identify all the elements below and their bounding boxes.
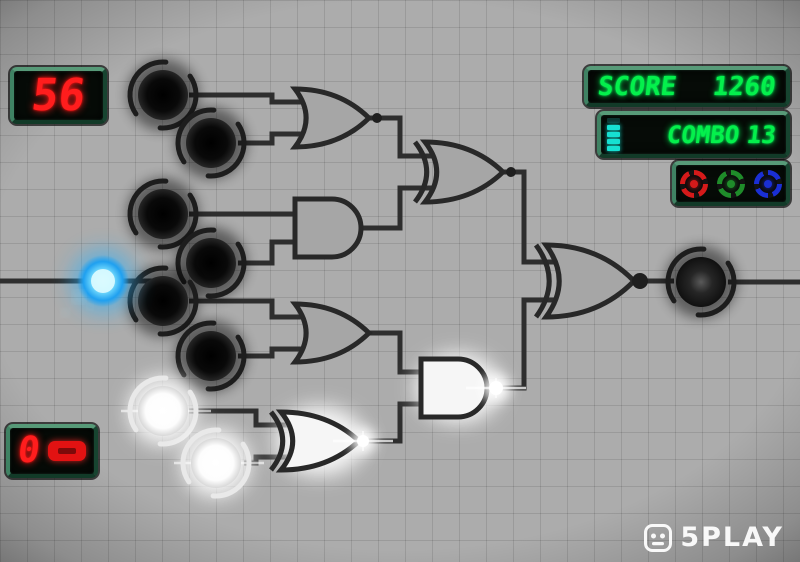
xor-back-arc — [533, 243, 552, 319]
combo-meter — [607, 118, 620, 151]
orb-sparkle — [76, 294, 82, 300]
blue-light-dot — [764, 179, 772, 188]
combo-meter-segment — [607, 139, 620, 144]
brand-text: 5PLAY — [680, 522, 784, 553]
gamepad-icon — [644, 523, 673, 552]
output-node — [665, 246, 737, 318]
timer-value: 56 — [28, 69, 89, 121]
or-gate — [289, 301, 373, 365]
wire — [189, 92, 313, 105]
blue-light-core — [759, 174, 777, 193]
combo-panel: COMBO 13 — [597, 111, 790, 158]
green-light — [717, 169, 745, 198]
or-gate — [289, 86, 373, 150]
junction-dot — [632, 273, 648, 289]
red-light-dot — [690, 179, 698, 188]
combo-meter-segment — [607, 118, 620, 123]
input-node-off[interactable] — [175, 107, 247, 179]
xor-back-arc — [412, 140, 430, 204]
combo-value: 13 — [745, 120, 778, 149]
green-light-core — [722, 174, 740, 193]
xor-gate — [541, 242, 638, 320]
input-node-off[interactable] — [175, 320, 247, 392]
input-node-off[interactable] — [127, 265, 199, 337]
orb-sparkle — [88, 305, 92, 309]
xor-gate — [419, 139, 507, 205]
gates-layer — [269, 86, 638, 476]
orb-sparkle — [63, 311, 67, 315]
junction-dot — [372, 113, 382, 123]
input-node-on[interactable] — [174, 427, 264, 499]
and-gate — [292, 196, 364, 260]
score-value: 1260 — [711, 71, 778, 102]
signal-orb-layer — [63, 249, 135, 315]
red-light-core — [685, 174, 703, 193]
lit-junction-dot — [489, 381, 503, 395]
blue-light — [754, 169, 782, 198]
counter-value: 0 — [15, 430, 42, 471]
combo-meter-segment — [607, 125, 620, 130]
counter-panel: 0 — [6, 424, 98, 478]
junction-dot — [506, 167, 516, 177]
combo-meter-segment — [607, 132, 620, 137]
brand-watermark: 5PLAY — [643, 522, 784, 553]
green-light-dot — [727, 179, 735, 188]
lit-junction-dot — [357, 435, 369, 447]
signal-orb — [91, 269, 115, 293]
score-label: SCORE — [596, 71, 679, 102]
combo-label: COMBO — [665, 120, 741, 149]
timer-panel: 56 — [10, 67, 107, 124]
minus-switch[interactable] — [48, 441, 87, 461]
combo-meter-segment — [607, 146, 620, 151]
status-lights-panel — [672, 161, 790, 206]
wire — [369, 330, 423, 375]
red-light — [680, 169, 708, 198]
score-panel: SCORE 1260 — [584, 66, 790, 107]
